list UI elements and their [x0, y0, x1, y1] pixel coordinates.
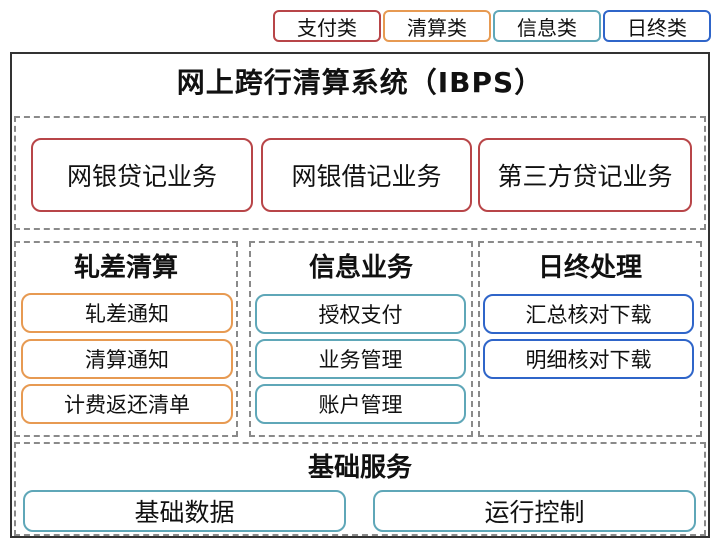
info-service-item: 授权支付	[255, 294, 466, 334]
payment-service-label: 第三方贷记业务	[497, 162, 673, 191]
payment-service-label: 网银借记业务	[291, 162, 442, 191]
legend-info-label: 信息类	[517, 15, 577, 40]
base-service-data: 基础数据	[23, 490, 346, 532]
base-services-group	[14, 442, 706, 536]
payment-service-online-credit: 网银贷记业务	[31, 138, 253, 212]
netting-item-label: 计费返还清单	[64, 393, 190, 417]
info-service-label: 账户管理	[318, 393, 403, 417]
end-of-day-item: 明细核对下载	[483, 339, 694, 379]
base-service-label: 运行控制	[484, 498, 585, 527]
info-services-group	[249, 241, 473, 437]
end-of-day-group	[478, 241, 702, 437]
netting-item: 计费返还清单	[21, 384, 233, 424]
info-service-label: 业务管理	[318, 348, 403, 372]
legend-info: 信息类	[493, 10, 601, 42]
info-service-label: 授权支付	[318, 303, 403, 327]
netting-item-label: 轧差通知	[85, 302, 169, 326]
payment-service-third-party-credit: 第三方贷记业务	[478, 138, 692, 212]
end-of-day-title: 日终处理	[537, 252, 642, 283]
payment-services-group	[14, 116, 706, 230]
legend-payment: 支付类	[273, 10, 381, 42]
base-service-label: 基础数据	[134, 498, 235, 527]
legend-end-of-day: 日终类	[603, 10, 711, 42]
legend-payment-label: 支付类	[297, 15, 357, 40]
end-of-day-label: 明细核对下载	[525, 348, 652, 372]
netting-group	[14, 241, 238, 437]
payment-service-label: 网银贷记业务	[66, 162, 217, 191]
netting-item-label: 清算通知	[85, 348, 169, 372]
legend-end-of-day-label: 日终类	[627, 15, 687, 40]
netting-item: 轧差通知	[21, 293, 233, 333]
legend-clearing-label: 清算类	[407, 15, 467, 40]
base-service-control: 运行控制	[373, 490, 696, 532]
end-of-day-label: 汇总核对下载	[525, 303, 652, 327]
netting-item: 清算通知	[21, 339, 233, 379]
payment-service-online-debit: 网银借记业务	[261, 138, 472, 212]
system-title: 网上跨行清算系统（IBPS）	[176, 66, 544, 99]
legend-clearing: 清算类	[383, 10, 491, 42]
netting-title: 轧差清算	[73, 252, 178, 283]
base-services-title: 基础服务	[307, 452, 412, 483]
info-service-item: 账户管理	[255, 384, 466, 424]
end-of-day-item: 汇总核对下载	[483, 294, 694, 334]
info-service-item: 业务管理	[255, 339, 466, 379]
info-services-title: 信息业务	[308, 252, 413, 283]
